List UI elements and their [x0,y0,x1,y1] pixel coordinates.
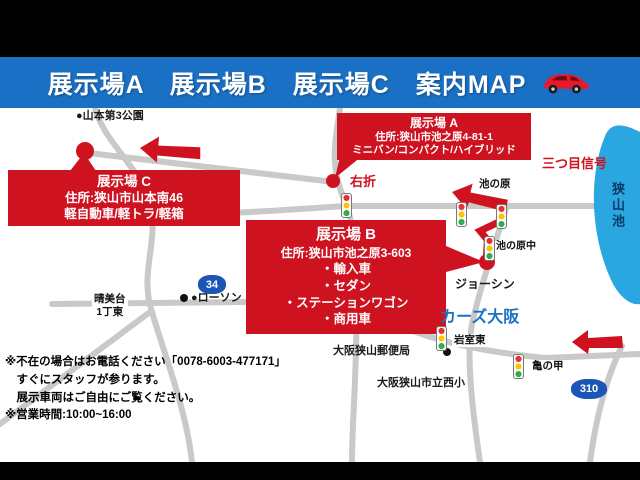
traffic-light-icon [484,236,495,261]
traffic-light-icon [456,202,467,227]
guide-map: 展示場 A 住所:狭山市池之原4-81-1 ミニバン/コンパクト/ハイブリッド … [0,108,640,462]
notice-line-staff: すぐにスタッフが参ります。 [5,373,165,386]
callout-site-b: 展示場 B 住所:狭山市池之原3-603 ・輸入車 ・セダン ・ステーションワゴ… [246,220,446,335]
label-cars-osaka: カーズ大阪 [440,309,520,326]
callout-b-pointer [446,246,484,272]
site-a-vehicles: ミニバン/コンパクト/ハイブリッド [352,144,516,157]
callout-site-a: 展示場 A 住所:狭山市池之原4-81-1 ミニバン/コンパクト/ハイブリッド [337,113,531,161]
harumidai-dot [180,294,188,302]
label-third-signal: 三つ目信号 [542,156,608,171]
sayama-pond-water [593,125,640,305]
label-harumidai-line1: 晴美台 [94,293,126,305]
callout-c-pointer [70,153,96,171]
site-b-item: ・セダン [320,278,371,293]
callout-a-pointer [335,156,362,178]
label-iwamuro-higashi: 岩室東 [452,334,488,347]
site-c-address: 住所:狭山市山本南46 [64,190,184,205]
label-joshin: ジョーシン [455,277,515,291]
site-a-title: 展示場 A [409,116,458,130]
traffic-light-icon [513,354,524,379]
label-kame-no-ko: 亀の甲 [530,360,566,373]
label-harumidai: 晴美台 1丁東 [92,293,128,319]
notice-line-phone: ※不在の場合はお電話ください「0078-6003-477171」 [5,356,286,368]
notice-text: ※不在の場合はお電話ください「0078-6003-477171」 すぐにスタッフ… [5,354,286,425]
arrow-kamenoko-icon [572,330,623,354]
map-title-bar: 展示場A 展示場B 展示場C 案内MAP [0,57,640,108]
label-right-turn: 右折 [350,174,377,189]
arrow-west-icon [140,136,201,163]
site-b-item: ・輸入車 [320,261,371,276]
car-icon [543,73,590,93]
traffic-light-icon [496,204,507,229]
right-turn-dot [326,174,340,188]
label-nishi-elementary: 大阪狭山市立西小 [377,377,465,389]
notice-line-hours: ※営業時間:10:00~16:00 [5,409,132,422]
label-yamamoto-park: ●山本第3公園 [76,110,144,122]
route-310-shield: 310 [571,379,607,399]
label-ikenohara-naka: 池の原中 [494,241,538,253]
site-b-item: ・ステーションワゴン [283,295,409,310]
callout-site-c: 展示場 C 住所:狭山市山本南46 軽自動車/軽トラ/軽箱 [8,170,240,227]
label-ikenohara: 池の原 [477,178,513,191]
page-title: 展示場A 展示場B 展示場C 案内MAP [47,70,527,99]
label-post-office: 大阪狭山郵便局 [333,345,410,357]
site-b-item: ・商用車 [320,312,371,327]
label-lawson: ●ローソン [191,292,242,304]
site-b-title: 展示場 B [315,226,376,243]
route-34-shield: 34 [198,275,226,294]
site-c-title: 展示場 C [97,174,151,189]
site-b-address: 住所:狭山市池之原3-603 [280,245,412,260]
label-harumidai-line2: 1丁東 [96,305,124,318]
label-sayama-pond: 狭山池 [610,182,625,230]
traffic-light-icon [436,326,447,351]
traffic-light-icon [341,193,352,218]
site-c-vehicles: 軽自動車/軽トラ/軽箱 [64,206,184,221]
site-c-dot [76,142,94,160]
notice-line-viewing: 展示車両はご自由にご覧ください。 [5,391,201,404]
site-a-address: 住所:狭山市池之原4-81-1 [375,131,493,143]
